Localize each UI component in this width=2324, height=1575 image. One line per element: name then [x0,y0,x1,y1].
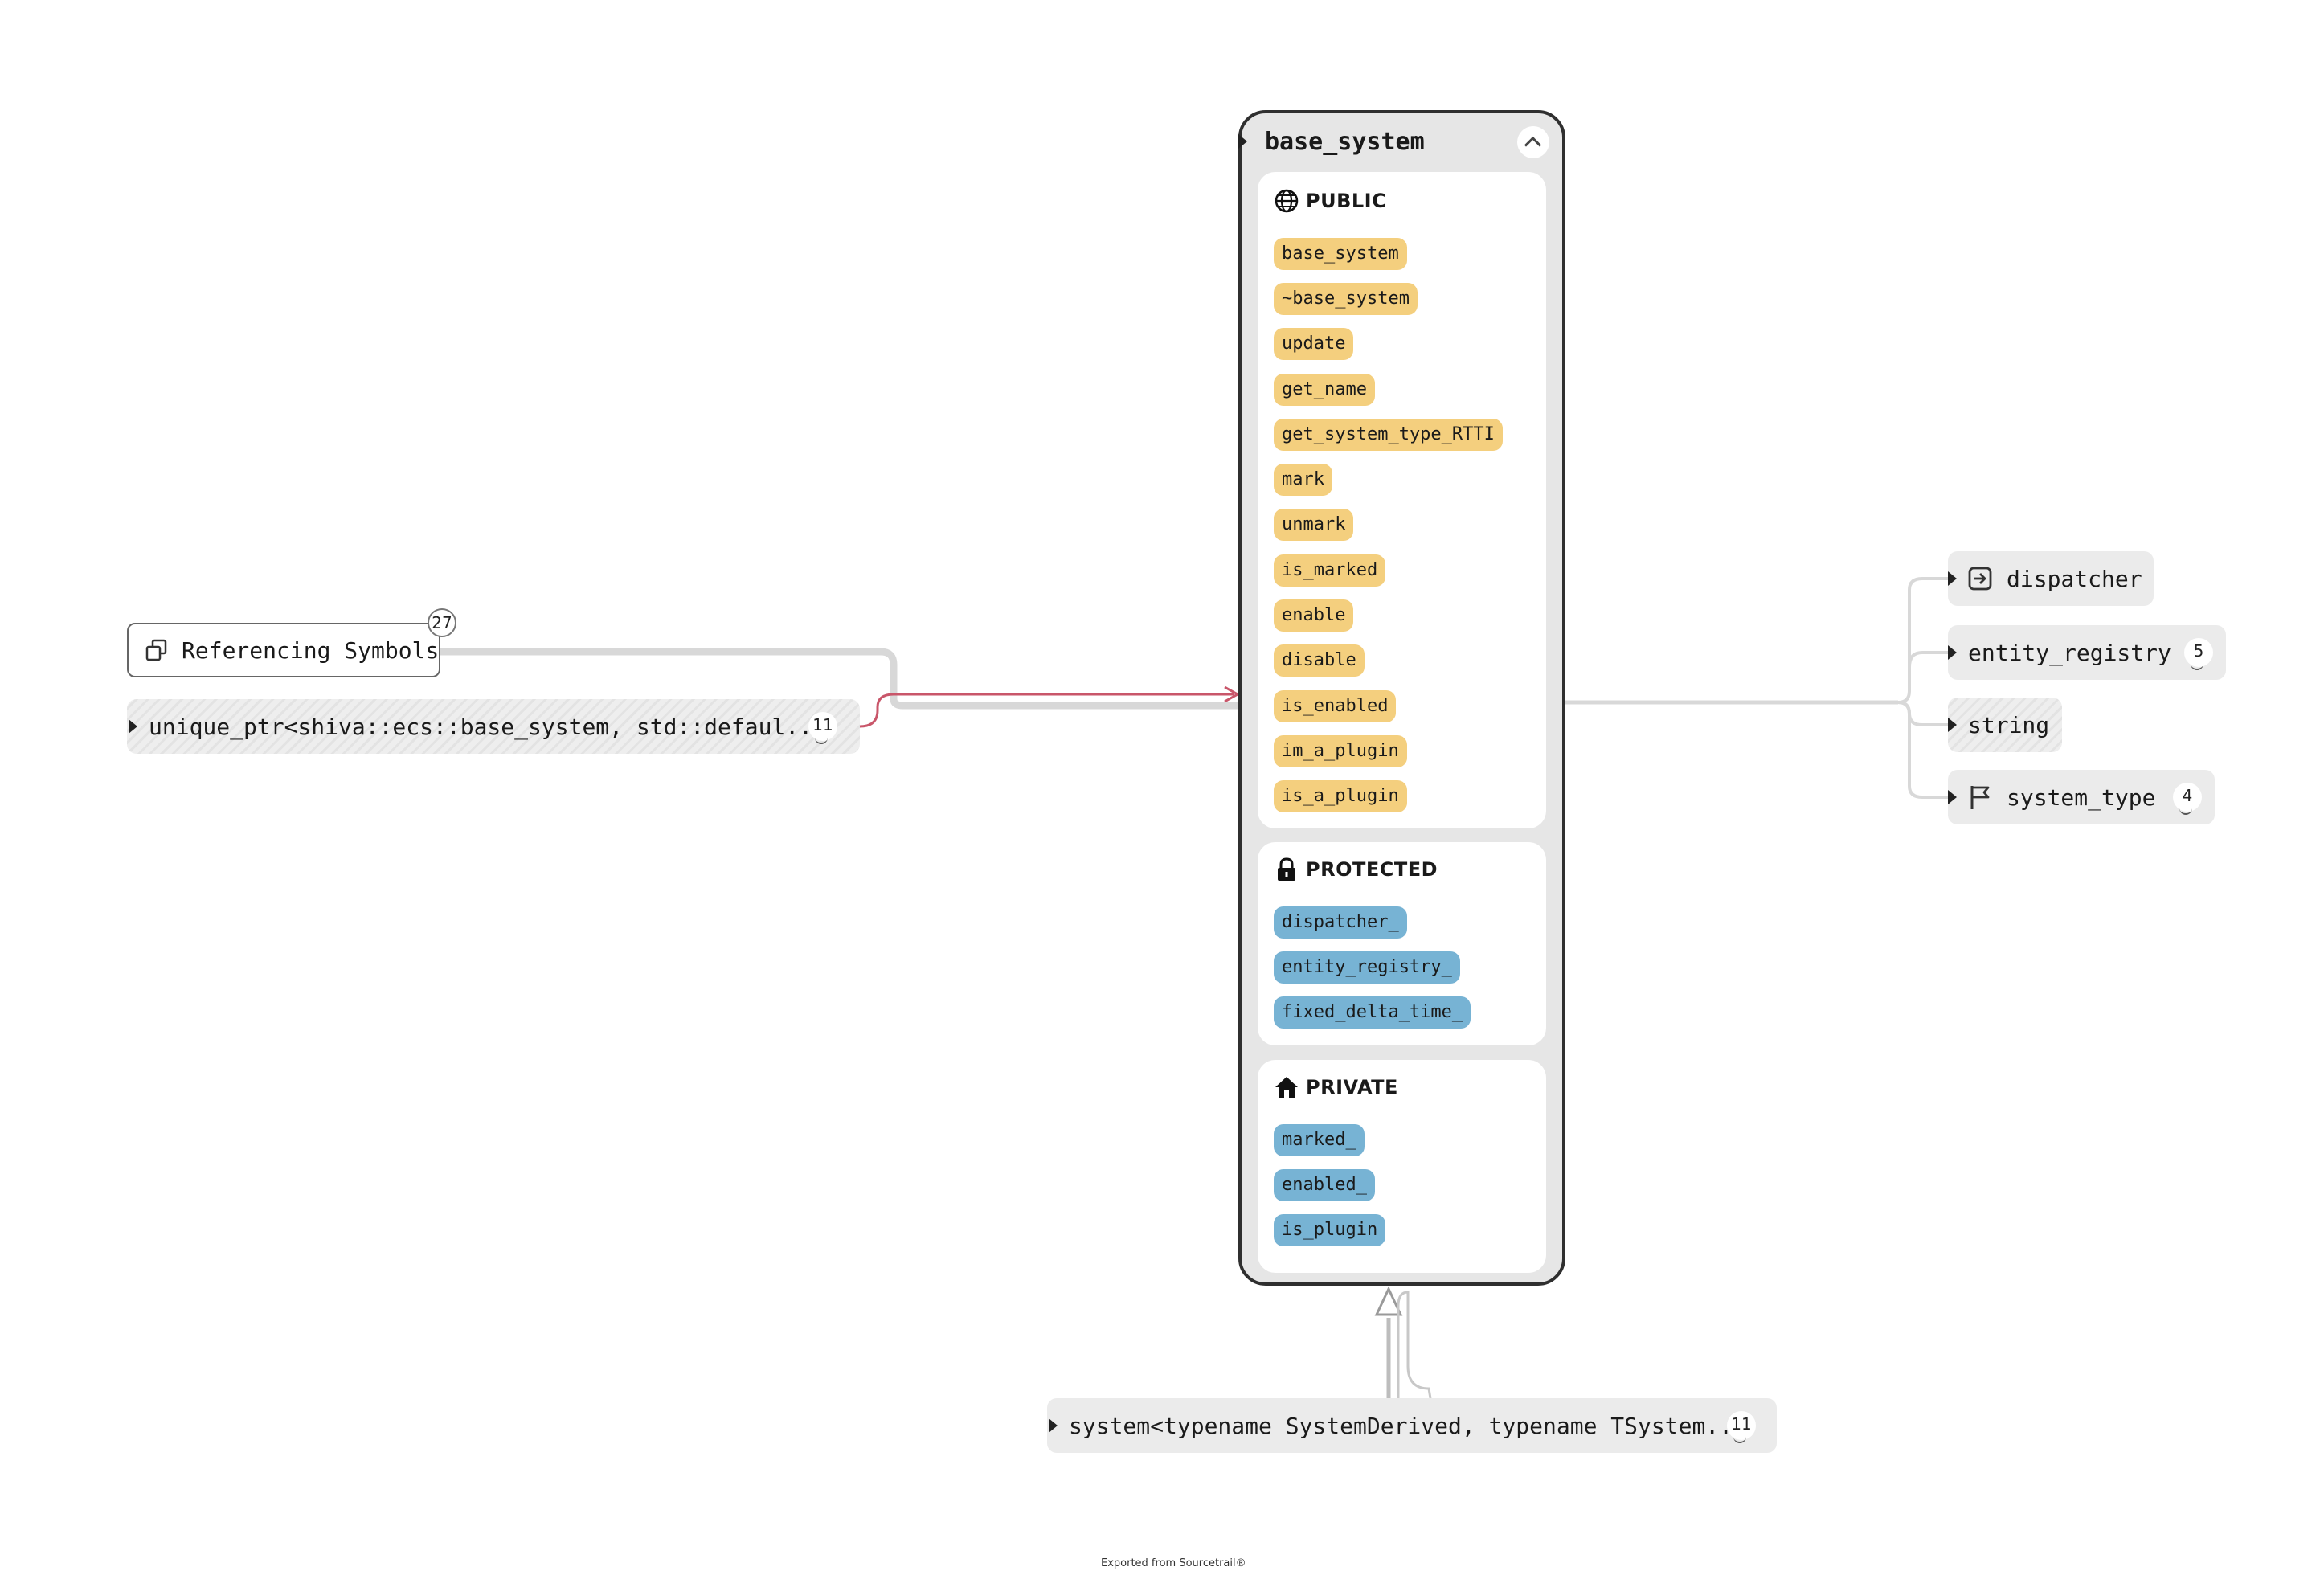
export-footer: Exported from Sourcetrail® [1101,1557,1246,1569]
entity-registry-count-badge: 5 [2184,638,2213,670]
member-mark[interactable]: mark [1274,464,1332,496]
section-public-label: PUBLIC [1306,190,1387,212]
edge-entity-registry [1908,651,1948,668]
member-is-marked[interactable]: is_marked [1274,554,1386,587]
globe-icon [1275,189,1299,213]
lock-icon [1278,857,1295,881]
expand-triangle-icon[interactable] [1948,645,1957,660]
section-private: PRIVATE marked_ enabled_ is_plugin [1258,1060,1546,1273]
edge-inheritance-arrow [1374,1286,1403,1316]
section-protected-title: PROTECTED [1274,857,1438,882]
system-type-count-badge: 4 [2173,783,2202,815]
edge-template-specialization [1397,1291,1432,1399]
edge-dispatcher [1897,577,1948,704]
count-arc-icon [815,736,828,744]
dependency-entity-registry[interactable]: entity_registry 5 [1948,625,2226,680]
section-private-title: PRIVATE [1274,1074,1398,1100]
flag-icon [1970,786,1990,809]
collapse-chevron-icon[interactable] [1517,126,1549,158]
member-fixed-delta-time[interactable]: fixed_delta_time_ [1274,996,1471,1029]
expand-triangle-icon[interactable] [1948,571,1957,586]
member-get-system-type-rtti[interactable]: get_system_type_RTTI [1274,419,1503,451]
expand-triangle-icon[interactable] [1948,790,1957,804]
unique-ptr-count-badge: 11 [808,712,837,744]
section-private-label: PRIVATE [1306,1076,1398,1098]
class-node-base-system[interactable]: base_system PUBLIC base_system ~base_sys… [1238,110,1565,1286]
house-icon [1275,1077,1298,1098]
entity-registry-count: 5 [2193,641,2204,661]
count-arc-icon [2191,662,2203,670]
dependency-entity-registry-label: entity_registry [1968,639,2171,666]
unique-ptr-count: 11 [812,715,833,734]
member-base-system[interactable]: base_system [1274,238,1407,270]
section-public: PUBLIC base_system ~base_system update g… [1258,172,1546,828]
expand-triangle-icon[interactable] [1238,134,1247,149]
section-protected: PROTECTED dispatcher_ entity_registry_ f… [1258,842,1546,1045]
member-disable[interactable]: disable [1274,644,1365,677]
referencing-count-badge: 27 [428,608,456,637]
enter-box-icon [1968,567,1992,591]
member-im-a-plugin[interactable]: im_a_plugin [1274,735,1407,767]
member-enabled[interactable]: enabled_ [1274,1169,1375,1201]
derived-count-badge: 11 [1727,1411,1756,1443]
dependency-dispatcher[interactable]: dispatcher [1948,551,2154,606]
member-is-enabled[interactable]: is_enabled [1274,690,1397,722]
member-update[interactable]: update [1274,328,1354,360]
member-marked[interactable]: marked_ [1274,1124,1365,1156]
section-protected-label: PROTECTED [1306,858,1438,881]
expand-triangle-icon[interactable] [129,719,137,734]
edge-unique-ptr-arrow [1224,685,1241,703]
member-enable[interactable]: enable [1274,599,1354,632]
section-public-title: PUBLIC [1274,188,1386,214]
count-arc-icon [1733,1435,1746,1443]
expand-triangle-icon[interactable] [1948,718,1957,732]
member-dispatcher[interactable]: dispatcher_ [1274,906,1407,939]
member-destructor[interactable]: ~base_system [1274,283,1418,315]
dependency-system-type-label: system_type [2007,783,2156,811]
dependency-dispatcher-label: dispatcher [2007,565,2142,592]
member-unmark[interactable]: unmark [1274,509,1354,541]
dependency-string-label: string [1968,711,2050,738]
member-entity-registry[interactable]: entity_registry_ [1274,951,1460,984]
edge-system-type [1897,701,1948,799]
expand-triangle-icon[interactable] [1049,1418,1058,1433]
overlapping-squares-icon [145,639,167,661]
derived-system-node[interactable]: system<typename SystemDerived, typename … [1047,1398,1777,1453]
member-get-name[interactable]: get_name [1274,374,1375,406]
derived-system-label: system<typename SystemDerived, typename … [1069,1412,1746,1439]
referencing-symbols-node[interactable]: Referencing Symbols 27 [127,608,456,677]
system-type-count: 4 [2182,786,2193,805]
class-title: base_system [1265,128,1425,156]
edge-referencing [440,648,1238,710]
member-is-plugin[interactable]: is_plugin [1274,1214,1386,1246]
dependency-system-type[interactable]: system_type 4 [1948,770,2215,824]
unique-ptr-label: unique_ptr<shiva::ecs::base_system, std:… [149,713,826,740]
count-arc-icon [2179,807,2192,815]
dependency-string[interactable]: string [1948,698,2062,752]
member-is-a-plugin[interactable]: is_a_plugin [1274,780,1407,812]
referencing-symbols-label: Referencing Symbols [182,636,440,664]
unique-ptr-node[interactable]: unique_ptr<shiva::ecs::base_system, std:… [127,699,860,754]
class-header: base_system [1238,113,1562,170]
derived-count: 11 [1731,1414,1752,1434]
edge-unique-ptr [859,693,1234,728]
